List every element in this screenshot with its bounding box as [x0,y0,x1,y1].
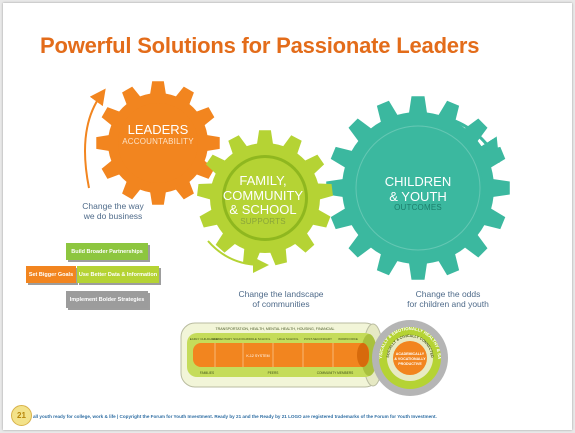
family-title-1: FAMILY, [239,173,287,188]
pipeline-segment-elementary: ELEMENTARY SCHOOL [212,337,246,341]
pipeline-top-label: TRANSPORTATION, HEALTH, MENTAL HEALTH, H… [215,327,334,331]
leaders-gear [96,81,220,205]
pipeline-segment-workforce: WORKFORCE [338,337,358,341]
pipeline-bottom-families: FAMILIES [200,371,214,375]
leaders-title: LEADERS [127,122,189,137]
children-caption-line-1: Change the odds [415,289,481,299]
family-caption-line-1: Change the landscape [238,289,324,299]
rings-center-line-2: & VOCATIONALLY [394,357,426,361]
pipeline-bottom-community: COMMUNITY MEMBERS [317,371,354,375]
leaders-subtitle: ACCOUNTABILITY [122,136,194,146]
gear-children-hub [353,123,483,253]
children-gear-label: CHILDREN & YOUTH OUTCOMES [363,174,473,213]
strategy-bolder-strategies: Implement Bolder Strategies [66,291,148,308]
gears-diagram [84,81,510,280]
strategy-bigger-goals: Set Bigger Goals [26,266,76,283]
pipeline-segment-post: POST-SECONDARY [304,337,332,341]
leaders-arrow [84,88,106,189]
family-gear [197,130,333,266]
pipeline-segment-high: HIGH SCHOOL [277,337,298,341]
pipeline-segment-early: EARLY CHILDHOOD [190,337,219,341]
gear-leaders-hub [118,103,198,183]
children-title-1: CHILDREN [384,174,452,189]
rings-center-line-1: ACADEMICALLY [396,352,425,356]
strategy-broader-partnerships: Build Broader Partnerships [66,243,148,260]
family-title-2: COMMUNITY [222,187,304,203]
family-caption: Change the landscape of communities [221,289,341,309]
footer-text: all youth ready for college, work & life… [33,414,437,419]
slide: Powerful Solutions for Passionate Leader… [3,3,572,430]
children-gear-ring [355,125,481,251]
family-title-3: & SCHOOL [229,202,297,218]
strategy-better-data: Use Better Data & Information [77,266,159,283]
leaders-caption: Change the way we do business [73,201,153,221]
leaders-caption-line-1: Change the way [82,201,144,211]
pipeline-core-label: K-12 SYSTEM [246,354,269,358]
outcome-rings: PHYSICALLY & EMOTIONALLY HEALTHY & SAFE … [370,318,448,396]
family-gear-label: FAMILY, COMMUNITY & SCHOOL SUPPORTS [203,173,323,227]
leaders-gear-label: LEADERS ACCOUNTABILITY [103,122,213,147]
rings-center-line-3: PRODUCTIVE [398,362,422,366]
leaders-caption-line-2: we do business [83,211,143,222]
children-subtitle: OUTCOMES [394,203,442,213]
children-gear [326,96,510,280]
family-caption-line-2: of communities [252,299,310,310]
family-subtitle: SUPPORTS [240,216,286,226]
family-arrow [207,240,269,273]
children-caption-line-2: for children and youth [407,299,489,310]
family-gear-inner [225,158,305,238]
pipeline-segment-middle: MIDDLE SCHOOL [246,337,271,341]
children-caption: Change the odds for children and youth [388,289,508,309]
slide-title: Powerful Solutions for Passionate Leader… [40,33,480,58]
pipeline-bottom-peers: PEERS [268,371,279,375]
ready-by-21-logo: 21 [11,405,32,426]
pipeline-illustration: TRANSPORTATION, HEALTH, MENTAL HEALTH, H… [180,322,384,388]
children-title-2: & YOUTH [389,188,447,204]
